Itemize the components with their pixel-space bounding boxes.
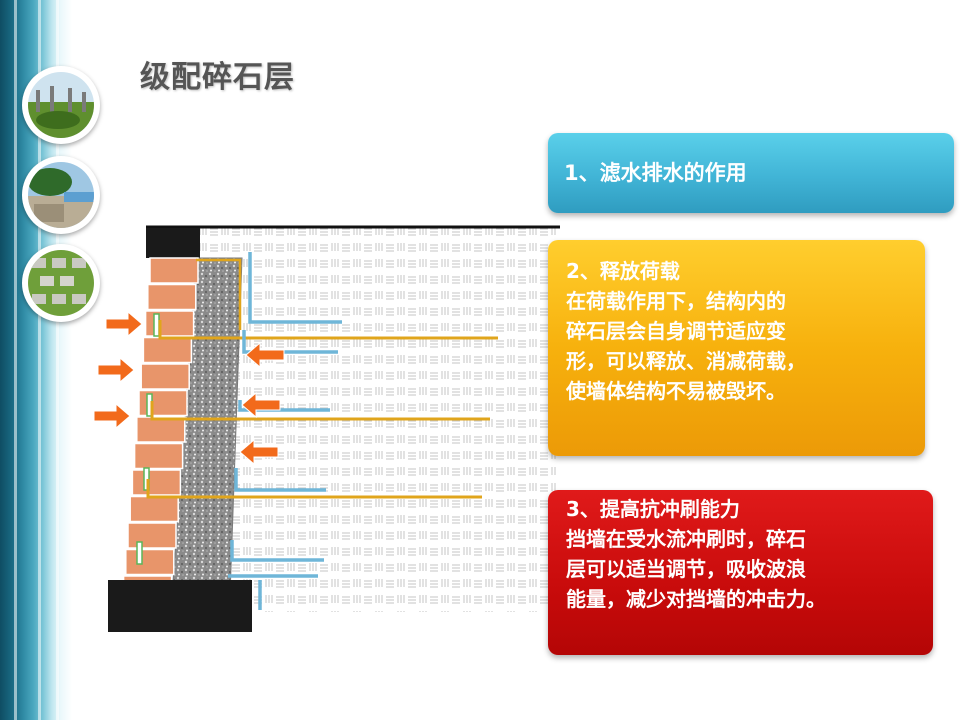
wall-cap [146,228,200,258]
stripe-line [14,0,17,720]
brick [142,336,193,364]
anchor-line [146,479,482,499]
gravel-outline [196,258,242,330]
brick [140,363,190,390]
load-release-heading: 2、释放荷载 [566,259,680,283]
drainage-function-box: 1、滤水排水的作用 [548,133,954,213]
arrow-right-icon [105,310,143,338]
arrow-left-icon [241,391,281,419]
drain-pipe [234,468,326,492]
scour-resistance-heading: 3、提高抗冲刷能力 [566,497,740,521]
stripe-line [38,0,41,720]
drain-pipe [238,400,330,412]
brick-slot [153,313,160,337]
brick [129,495,179,523]
load-release-line: 碎石层会自身调节适应变 [566,319,786,343]
garden-photo-icon [22,66,100,144]
drain-pipe [242,330,338,354]
brick [147,283,197,311]
waterfront-photo-icon [22,156,100,234]
arrow-right-icon [97,356,135,384]
drain-pipes [228,252,342,610]
arrow-right-icon [93,402,131,430]
brick [136,416,186,443]
brick [131,469,182,496]
anchor-line [150,401,490,421]
scour-resistance-line: 能量，减少对挡墙的冲击力。 [566,587,826,611]
brick [125,548,175,576]
arrow-left-icon [245,341,285,369]
brick [127,522,177,549]
brick [133,442,184,470]
load-arrows [93,310,285,466]
load-release-line: 在荷载作用下，结构内的 [566,289,786,313]
load-release-line: 使墙体结构不易被毁坏。 [566,379,786,403]
brick [138,389,188,417]
geogrid-anchors [146,258,498,499]
grass-paver-photo-icon [22,244,100,322]
drain-pipe [230,540,324,562]
load-release-line: 形，可以释放、消减荷载， [566,349,806,373]
scour-resistance-box: 3、提高抗冲刷能力 挡墙在受水流冲刷时，碎石 层可以适当调节，吸收波浪 能量，减… [548,490,933,655]
page-title: 级配碎石层 [140,60,295,95]
brick-slot [136,541,143,565]
brick [149,257,199,284]
brick [144,310,195,337]
scour-resistance-line: 层可以适当调节，吸收波浪 [566,557,806,581]
drain-pipe [248,252,342,324]
anchor-line [158,320,498,340]
arrow-left-icon [239,438,279,466]
scour-resistance-line: 挡墙在受水流冲刷时，碎石 [566,527,806,551]
stripe-line [56,0,59,720]
wall-base [108,580,252,632]
drainage-function-heading: 1、滤水排水的作用 [564,161,747,185]
load-release-box: 2、释放荷载 在荷载作用下，结构内的 碎石层会自身调节适应变 形，可以释放、消减… [548,240,925,456]
